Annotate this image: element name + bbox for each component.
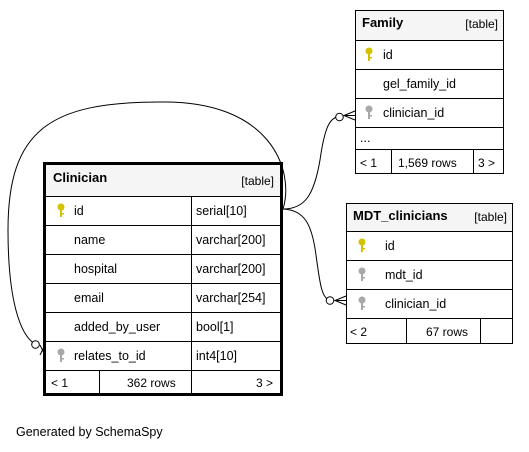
- children-link[interactable]: 3 >: [256, 376, 274, 390]
- divider: [191, 371, 192, 393]
- table-footer: < 2 67 rows: [347, 319, 512, 343]
- column-name: email: [74, 291, 104, 305]
- edge-clinician-family-crowfoot: [342, 110, 356, 121]
- foreign-key-icon: [364, 105, 374, 120]
- column-name: clinician_id: [383, 106, 445, 120]
- column-name: mdt_id: [385, 268, 423, 282]
- table-header: MDT_clinicians [table]: [347, 204, 512, 232]
- table-footer: < 1 362 rows 3 >: [46, 371, 280, 393]
- parents-link[interactable]: < 1: [51, 376, 69, 390]
- divider: [391, 150, 392, 173]
- table-name: Clinician: [53, 170, 108, 185]
- column-row[interactable]: mdt_id: [347, 261, 512, 290]
- column-row[interactable]: email varchar[254]: [46, 284, 280, 313]
- table-kind: [table]: [465, 17, 498, 31]
- more-columns-row: ...: [356, 128, 503, 150]
- column-row[interactable]: id: [347, 232, 512, 261]
- divider: [191, 342, 192, 370]
- column-type: varchar[200]: [196, 233, 266, 247]
- primary-key-icon: [364, 47, 374, 62]
- divider: [406, 319, 407, 343]
- table-family[interactable]: Family [table] id gel_family_id clinicia…: [355, 10, 504, 174]
- column-row[interactable]: hospital varchar[200]: [46, 255, 280, 284]
- table-footer: < 1 1,569 rows 3 >: [356, 150, 503, 173]
- divider: [473, 150, 474, 173]
- column-name: gel_family_id: [383, 77, 456, 91]
- column-type: varchar[200]: [196, 262, 266, 276]
- column-name: id: [385, 239, 395, 253]
- divider: [480, 319, 481, 343]
- primary-key-icon: [357, 238, 367, 253]
- column-type: int4[10]: [196, 349, 238, 363]
- generated-by-text: Generated by SchemaSpy: [16, 425, 163, 439]
- column-row[interactable]: relates_to_id int4[10]: [46, 342, 280, 371]
- children-link[interactable]: 3 >: [478, 156, 496, 170]
- edge-clinician-family-optional-marker: [335, 112, 344, 122]
- divider: [191, 255, 192, 283]
- table-kind: [table]: [474, 210, 507, 224]
- edge-clinician-self-optional-marker: [31, 340, 40, 349]
- column-name: id: [383, 48, 393, 62]
- column-name: clinician_id: [385, 297, 447, 311]
- edge-clinician-mdt: [282, 208, 331, 301]
- divider: [191, 284, 192, 312]
- table-header: Family [table]: [356, 11, 503, 41]
- row-count: 67 rows: [426, 325, 469, 339]
- table-name: Family: [362, 15, 404, 30]
- column-type: bool[1]: [196, 320, 234, 334]
- table-mdt-clinicians[interactable]: MDT_clinicians [table] id mdt_id clinici…: [346, 203, 513, 344]
- column-name: id: [74, 204, 84, 218]
- divider: [191, 197, 192, 225]
- column-name: name: [74, 233, 106, 247]
- column-name: relates_to_id: [74, 349, 146, 363]
- column-name: added_by_user: [74, 320, 161, 334]
- ellipsis: ...: [360, 131, 371, 145]
- primary-key-icon: [56, 203, 66, 218]
- divider: [191, 313, 192, 341]
- parents-link[interactable]: < 2: [350, 325, 368, 339]
- foreign-key-icon: [357, 296, 367, 311]
- edge-clinician-self: [7, 101, 287, 345]
- column-row[interactable]: gel_family_id: [356, 70, 503, 99]
- row-count: 362 rows: [127, 376, 176, 390]
- parents-link[interactable]: < 1: [360, 156, 378, 170]
- column-row[interactable]: clinician_id: [347, 290, 512, 319]
- foreign-key-icon: [357, 267, 367, 282]
- column-row[interactable]: id: [356, 41, 503, 70]
- column-name: hospital: [74, 262, 118, 276]
- column-row[interactable]: clinician_id: [356, 99, 503, 128]
- column-type: serial[10]: [196, 204, 247, 218]
- edge-clinician-family: [282, 115, 341, 210]
- column-row[interactable]: id serial[10]: [46, 197, 280, 226]
- column-row[interactable]: name varchar[200]: [46, 226, 280, 255]
- table-name: MDT_clinicians: [353, 208, 448, 223]
- column-row[interactable]: added_by_user bool[1]: [46, 313, 280, 342]
- table-header: Clinician [table]: [46, 165, 280, 197]
- table-kind: [table]: [241, 174, 274, 188]
- table-clinician[interactable]: Clinician [table] id serial[10] name var…: [43, 162, 283, 396]
- divider: [99, 371, 100, 393]
- edge-clinician-mdt-optional-marker: [325, 296, 335, 305]
- edge-clinician-mdt-crowfoot: [333, 295, 347, 306]
- column-type: varchar[254]: [196, 291, 266, 305]
- row-count: 1,569 rows: [398, 156, 457, 170]
- foreign-key-icon: [56, 348, 66, 363]
- divider: [191, 226, 192, 254]
